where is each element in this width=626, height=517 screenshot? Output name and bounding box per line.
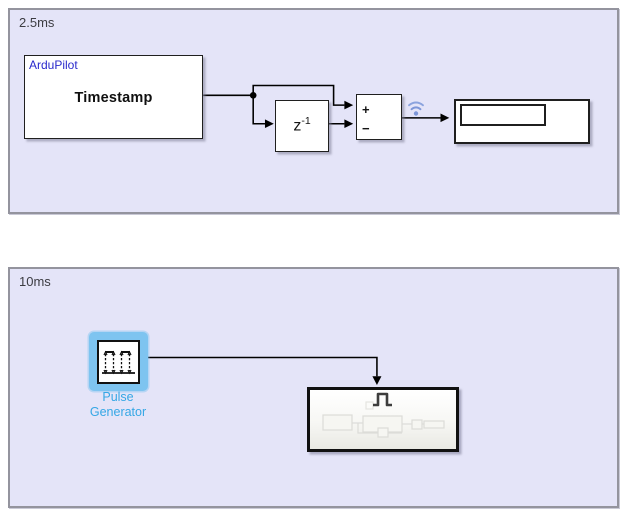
- sample-time-region-10ms: 10ms Pulse Generator: [8, 267, 619, 508]
- region-label: 2.5ms: [19, 15, 55, 30]
- timestamp-block-name: Timestamp: [74, 90, 153, 106]
- unit-delay-block[interactable]: z-1: [275, 100, 329, 152]
- triggered-subsystem-block[interactable]: [307, 387, 459, 452]
- region-label: 10ms: [19, 274, 51, 289]
- unit-delay-label: z-1: [293, 115, 311, 135]
- timestamp-block[interactable]: ArduPilot Timestamp: [24, 55, 203, 139]
- pulse-generator-block[interactable]: [97, 340, 140, 384]
- sum-minus-sign: −: [362, 121, 370, 136]
- signal-wires-slow[interactable]: [10, 269, 617, 506]
- pulse-trigger-icon: [373, 392, 392, 407]
- wireless-signal-icon: [408, 101, 424, 116]
- ardupilot-mask-tag: ArduPilot: [29, 58, 78, 72]
- display-block[interactable]: [454, 99, 590, 144]
- sum-plus-sign: +: [362, 102, 370, 117]
- display-readout: [460, 104, 546, 126]
- pulse-train-icon: [102, 350, 135, 375]
- branch-point: [249, 91, 257, 99]
- sum-block[interactable]: + −: [356, 94, 402, 140]
- trigger-port-square: [365, 401, 374, 410]
- pulse-generator-label: Pulse Generator: [89, 390, 147, 419]
- sample-time-region-2-5ms: 2.5ms ArduPilot Timestamp z-1: [8, 8, 619, 214]
- subsystem-preview: [322, 392, 445, 438]
- signal-wires-fast[interactable]: [10, 10, 617, 212]
